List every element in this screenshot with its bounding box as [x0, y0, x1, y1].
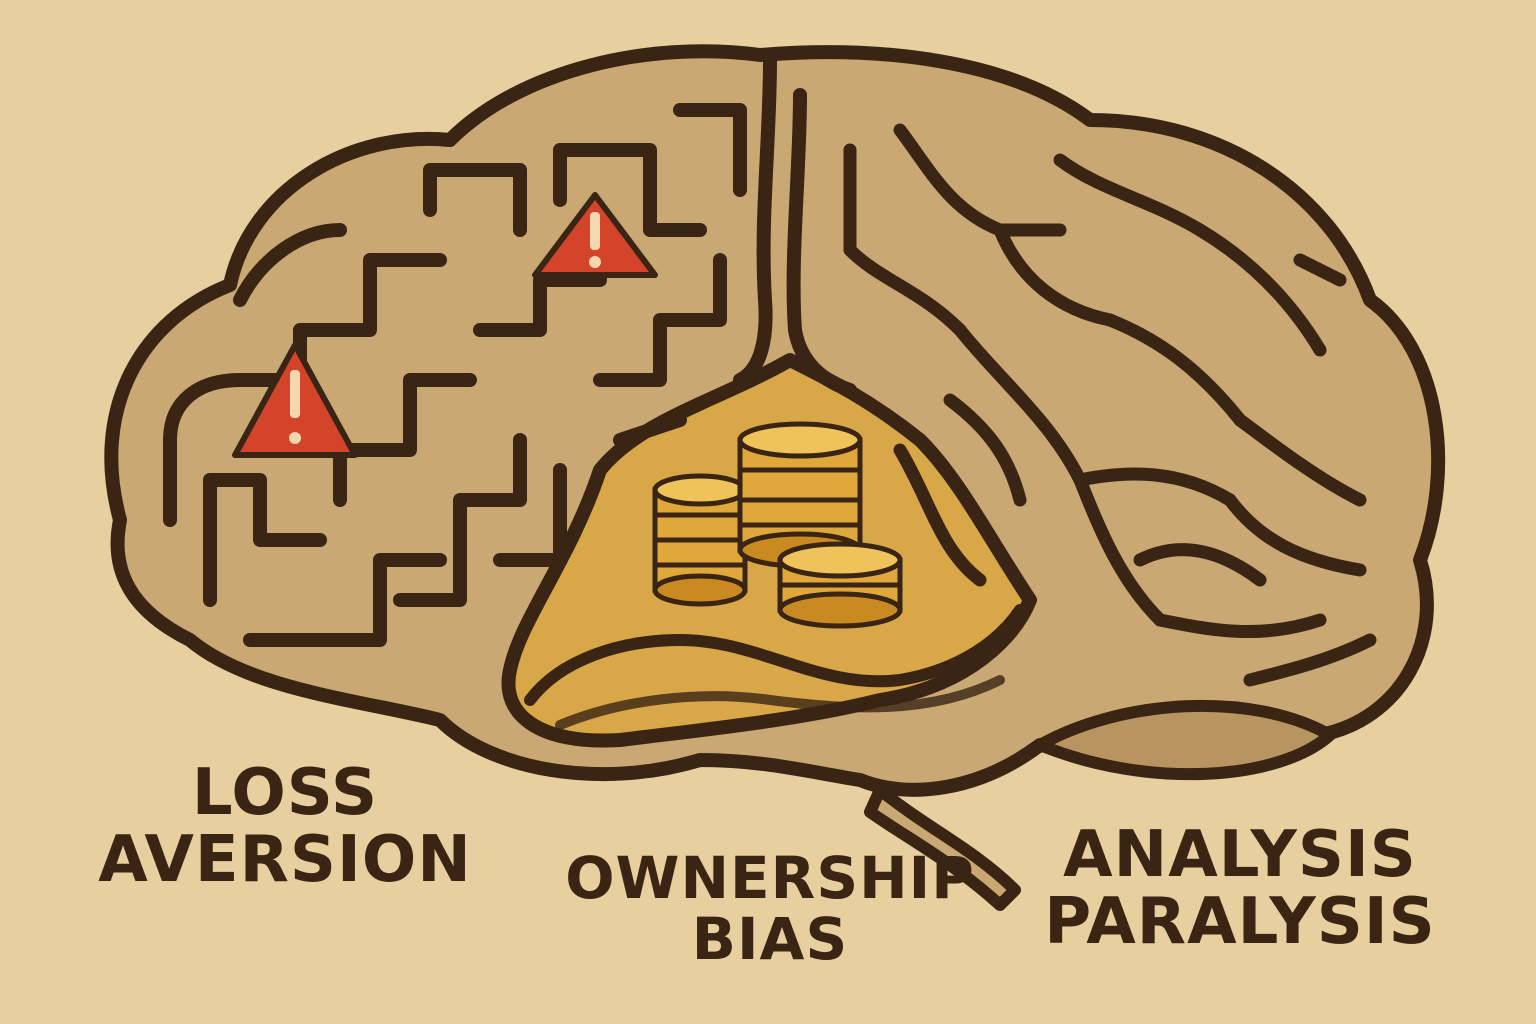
label-ownership-bias: OWNERSHIP BIAS [560, 848, 980, 970]
label-line: AVERSION [98, 823, 472, 898]
left-maze [163, 103, 747, 647]
coin-stack-icon [652, 473, 748, 607]
label-line: LOSS [191, 756, 379, 830]
right-branches [843, 123, 1377, 687]
central-divider-2 [786, 88, 857, 397]
label-line: BIAS [691, 904, 849, 973]
cerebellum [1026, 699, 1341, 781]
central-divider [733, 53, 777, 387]
label-line: ANALYSIS [1063, 818, 1417, 892]
label-analysis-paralysis: ANALYSIS PARALYSIS [1030, 818, 1450, 960]
label-line: OWNERSHIP [565, 844, 975, 912]
label-loss-aversion: LOSS AVERSION [95, 756, 475, 898]
gold-inner-path [524, 604, 1026, 706]
brain-stem [864, 784, 1021, 911]
label-line: PARALYSIS [1044, 885, 1436, 960]
warning-triangle-icon [532, 192, 658, 278]
warning-triangle-icon [232, 342, 358, 458]
coin-stack-icon [777, 541, 903, 629]
gold-inner-path-2 [555, 675, 1005, 730]
